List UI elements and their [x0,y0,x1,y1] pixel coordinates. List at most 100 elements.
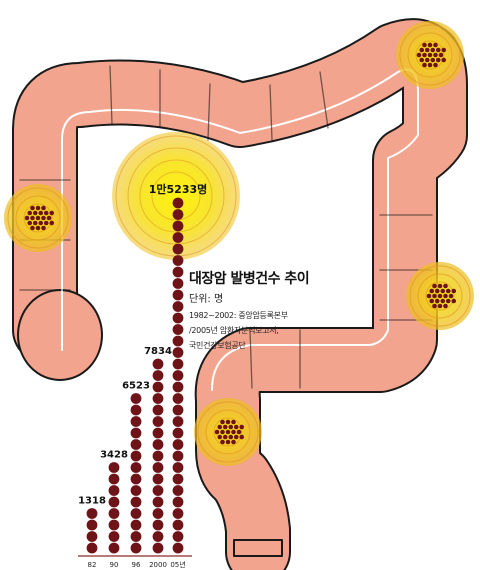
tumor-dot [220,419,225,425]
bar-dot [130,496,142,508]
bar-dot [130,508,142,519]
tumor-dot [451,298,457,304]
bar-dot [172,450,184,462]
chart-legend: 대장암 발병건수 추이 단위: 명 1982~2002: 중앙암등록본부 /20… [189,268,329,353]
bar-dot [152,450,164,462]
tick-label-1: 90 [110,561,119,569]
tumor-dot [433,62,438,68]
intestine-center-line [61,68,419,391]
tumor-dot [30,205,35,211]
tumor-dot [43,210,49,216]
source-line-1: 1982~2002: 중앙암등록본부 [189,311,288,320]
tumor-dot [217,424,223,430]
bar-dot [130,450,142,462]
bar-dot [152,381,164,393]
bar-dot [152,519,164,531]
tumor-dot [43,220,49,226]
tumor-dot [24,215,30,221]
tumor-dot [427,62,433,68]
tumor-dot [422,52,427,58]
tumor-dot [445,288,451,294]
tumor-dot [27,210,33,216]
tumor-dot [440,288,446,294]
tumor-dot [440,298,446,304]
tumor-dot [427,42,433,48]
bar-dot [130,427,142,439]
tick-label-4: 05년 [170,560,185,569]
bar-dot [108,531,120,542]
tumor-dot [41,225,46,231]
bar-dot [172,278,184,289]
tumor-dot [35,225,41,231]
bar-dot [152,531,164,542]
bar-dot [152,473,164,485]
chart-title: 대장암 발병건수 추이 [189,271,310,287]
tumor-dot [422,62,427,68]
bar-dot [86,519,98,531]
bar-dot [86,531,98,542]
bar-dot [130,473,142,485]
tumor-dot [231,419,236,425]
bar-dot [108,462,120,473]
tumor-dot [435,57,441,63]
value-label-4: 1만5233명 [149,182,208,196]
tumor-dot [443,283,448,289]
bar-dot [108,496,120,508]
bar-dot [172,485,184,496]
bar-dot [172,197,184,209]
tumor-dot [429,288,435,294]
source-line-3: 국민건강보험공단 [189,341,246,350]
tumor-dot [38,210,44,216]
value-label-1: 3428 [100,450,128,461]
bar-dot [172,232,184,243]
bar-dot [172,542,184,554]
bar-dot [130,404,142,416]
bar-dot [172,519,184,531]
tumor-dot [220,429,225,435]
tumor-dot [437,293,443,299]
bar-dot [130,416,142,427]
tumor-dot [225,439,231,445]
tick-label-2: 96 [132,561,141,569]
tumor-dot [430,47,436,53]
tumor-dot [35,205,41,211]
tumor-dot [35,215,41,221]
bar-dot [172,301,184,312]
bar-dot [152,508,164,519]
tumor-dot [451,288,457,294]
tumor-dot [233,434,239,440]
tumor-dot [46,215,52,221]
tumor-dot [427,52,433,58]
tumor-dot [30,215,35,221]
bar-dot [172,347,184,358]
bar-dot [172,243,184,255]
bar-dot [130,393,142,404]
tick-label-0: 82 [88,561,97,569]
tumor-dot [41,215,46,221]
bar-dot [86,508,98,519]
tumor-dot [225,429,231,435]
tumor-dot [30,225,35,231]
rectum-end [233,539,283,557]
bar-dot [172,335,184,347]
bar-dot [86,542,98,554]
tumor-dot [443,303,448,309]
cecum [17,289,103,381]
bar-dot [130,485,142,496]
bar-dot [172,416,184,427]
bar-dot [108,473,120,485]
tumor-dot [38,220,44,226]
tumor-dot [231,439,236,445]
bar-dot [172,473,184,485]
bar-dot [152,496,164,508]
tumor-dot [437,283,443,289]
bar-dot [172,358,184,370]
tumor-dot [416,52,422,58]
bar-dot [152,462,164,473]
tumor-dot [236,429,242,435]
tumor-dot [217,434,223,440]
tumor-dot [433,42,438,48]
bar-dot [130,542,142,554]
